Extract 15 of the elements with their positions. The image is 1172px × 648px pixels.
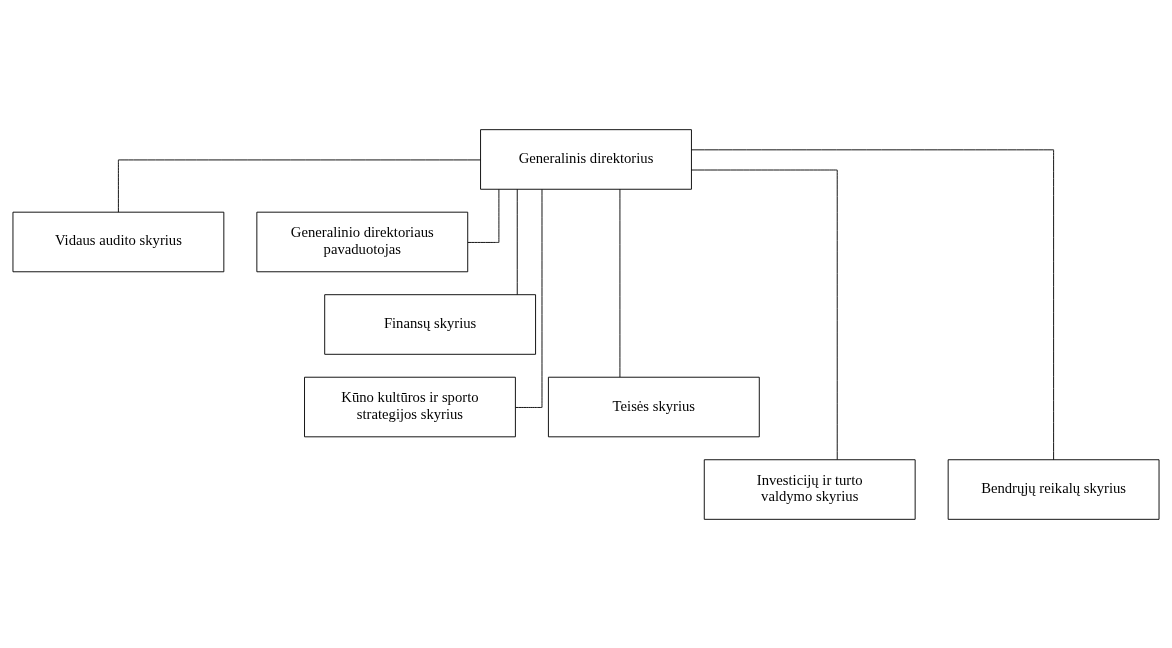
connector [467,188,500,243]
connector [619,188,621,377]
node-box: Kūno kultūros ir sporto strategijos skyrius [304,376,516,437]
connector [691,148,1055,460]
node-box: Finansų skyrius [324,293,537,355]
node-box: Generalinis direktorius [480,128,692,190]
node-box: Bendrųjų reikalų skyrius [947,458,1160,520]
node-box: Investicijų ir turto valdymo skyrius [703,458,916,520]
node-box: Teisės skyrius [547,376,760,437]
connector [516,188,518,295]
node-box: Generalinio direktoriaus pavaduotojas [256,211,469,272]
node-box: Vidaus audito skyrius [12,211,225,272]
connector [515,188,543,408]
connector [691,169,838,460]
connector [117,158,481,213]
